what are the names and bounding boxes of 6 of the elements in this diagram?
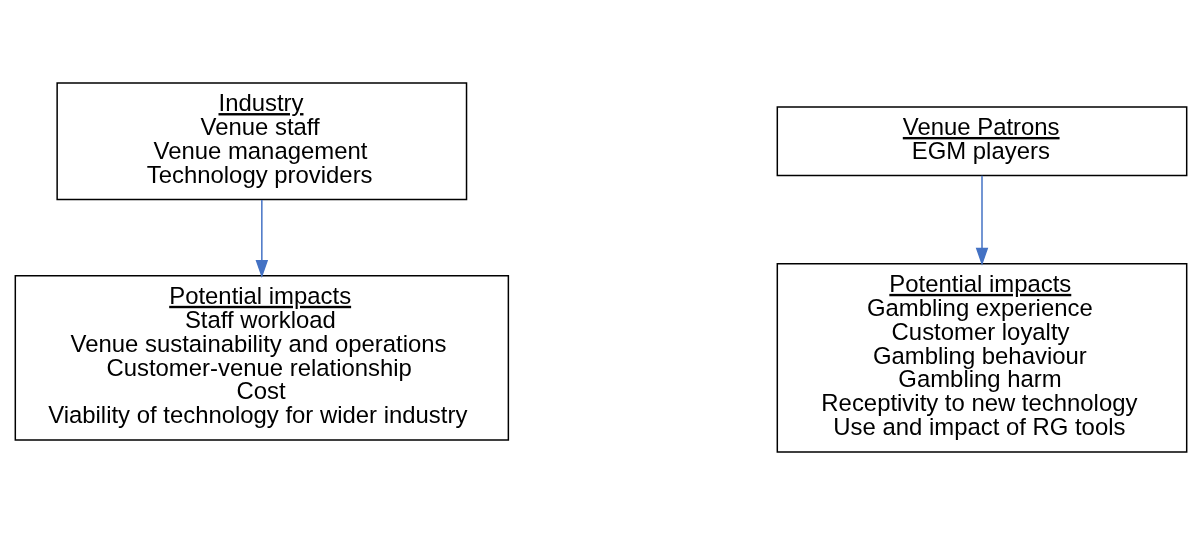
node-box: Potential impacts Gambling experience Customer loyalty Gambling behaviour Gambling harm Receptivity to new technology Use and impact of RG tools bbox=[776, 263, 1188, 453]
arrow bbox=[975, 174, 989, 266]
node-box: Industry Venue staff Venue management Technology providers bbox=[56, 82, 468, 201]
node-box: Potential impacts Staff workload Venue sustainability and operations Customer-venue relationship Cost Viability of technology for wider industry bbox=[14, 274, 510, 441]
node-box: Venue Patrons EGM players bbox=[776, 106, 1188, 177]
arrow bbox=[255, 199, 269, 278]
